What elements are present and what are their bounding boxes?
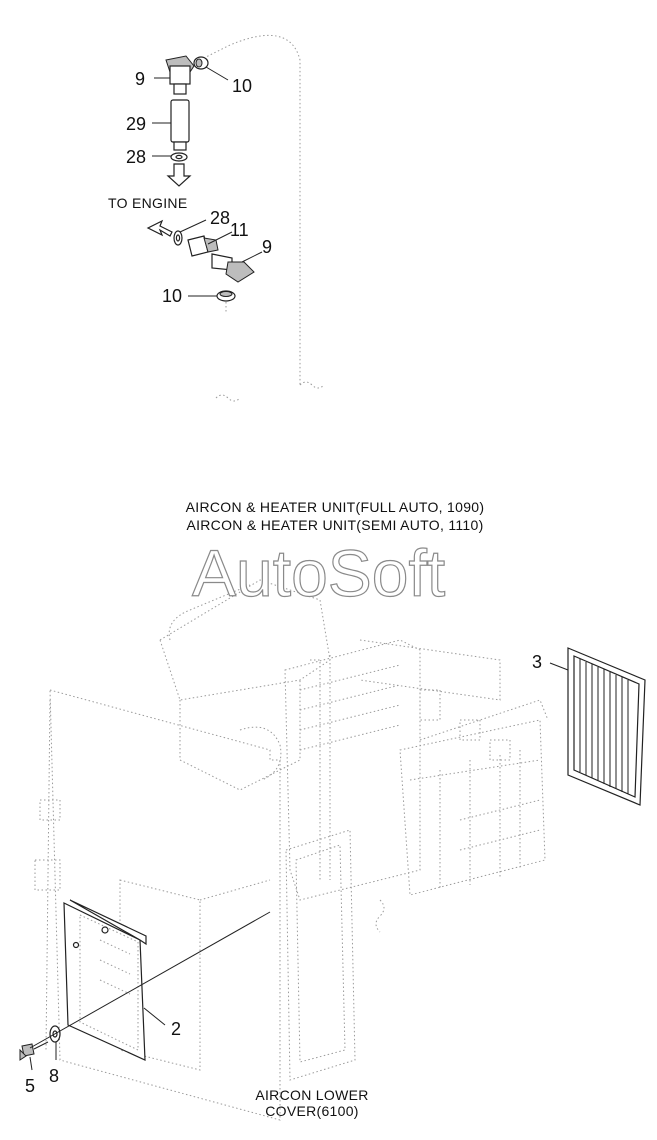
caption-unit-semi-auto: AIRCON & HEATER UNIT(SEMI AUTO, 1110) — [186, 517, 483, 533]
caption-to-engine: TO ENGINE — [108, 195, 187, 211]
callout-28-mid: 28 — [210, 208, 230, 228]
callout-5: 5 — [25, 1076, 35, 1096]
drain-cock-top-part-9 — [154, 55, 195, 95]
watermark: AutoSoft — [192, 536, 445, 610]
arrow-down-icon — [166, 163, 192, 187]
aircon-heater-unit-phantom — [34, 579, 549, 1121]
connector-part-11 — [187, 231, 233, 257]
callout-29: 29 — [126, 114, 146, 134]
caption-cover-line2: COVER(6100) — [265, 1103, 359, 1119]
callout-8: 8 — [49, 1066, 59, 1086]
washer-part-8 — [49, 1025, 61, 1060]
arrow-left-icon — [146, 219, 173, 237]
extension-pipe-part-29 — [152, 99, 190, 151]
callout-28-top: 28 — [126, 147, 146, 167]
washer-mid-part-28 — [173, 219, 207, 246]
heater-hose-dotted — [199, 34, 325, 402]
air-filter-part-3 — [549, 647, 646, 806]
callout-10-mid: 10 — [162, 286, 182, 306]
callout-9-top: 9 — [135, 69, 145, 89]
caption-cover-line1: AIRCON LOWER — [255, 1087, 368, 1103]
caption-unit-full-auto: AIRCON & HEATER UNIT(FULL AUTO, 1090) — [186, 499, 485, 515]
cap-mid-part-10 — [188, 290, 236, 312]
callout-9-mid: 9 — [262, 237, 272, 257]
callout-3: 3 — [532, 652, 542, 672]
drain-cock-mid-part-9 — [211, 251, 263, 283]
washer-top-part-28 — [152, 152, 188, 162]
callout-10-top: 10 — [232, 76, 252, 96]
cap-top-part-10 — [193, 56, 229, 81]
callout-2: 2 — [171, 1019, 181, 1039]
assembly-axis-line — [29, 911, 271, 1049]
callout-11: 11 — [230, 220, 249, 240]
lower-cover-part-2 — [63, 899, 166, 1061]
